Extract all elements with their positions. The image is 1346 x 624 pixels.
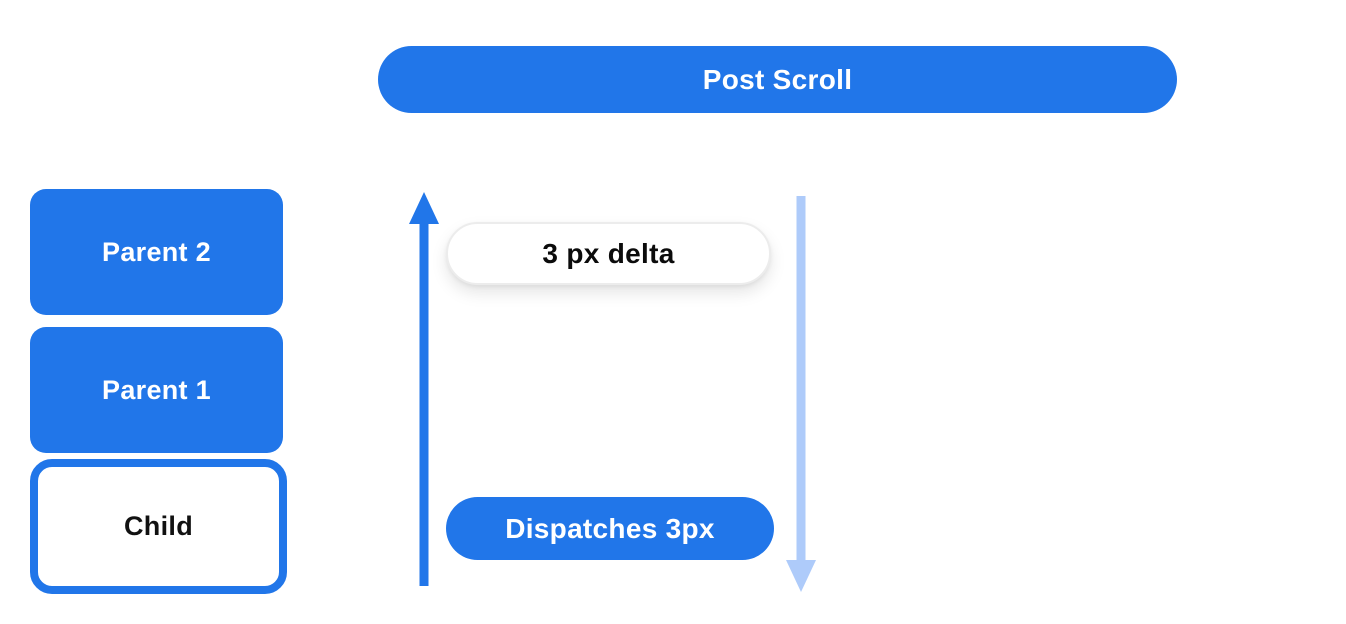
post-scroll-banner: Post Scroll xyxy=(378,46,1177,113)
delta-pill-label: 3 px delta xyxy=(542,237,675,269)
arrow-up-head xyxy=(409,192,439,224)
arrow-down-icon xyxy=(786,196,816,592)
arrow-up-icon xyxy=(409,192,439,586)
delta-pill: 3 px delta xyxy=(446,222,771,285)
box-parent-2-label: Parent 2 xyxy=(102,236,211,267)
box-parent-2: Parent 2 xyxy=(30,189,283,315)
dispatch-pill-label: Dispatches 3px xyxy=(505,512,715,544)
box-child-label: Child xyxy=(124,511,193,541)
dispatch-pill: Dispatches 3px xyxy=(446,497,774,560)
box-child: Child xyxy=(30,459,287,594)
box-parent-1: Parent 1 xyxy=(30,327,283,453)
arrow-down-head xyxy=(786,560,816,592)
box-parent-1-label: Parent 1 xyxy=(102,374,211,405)
